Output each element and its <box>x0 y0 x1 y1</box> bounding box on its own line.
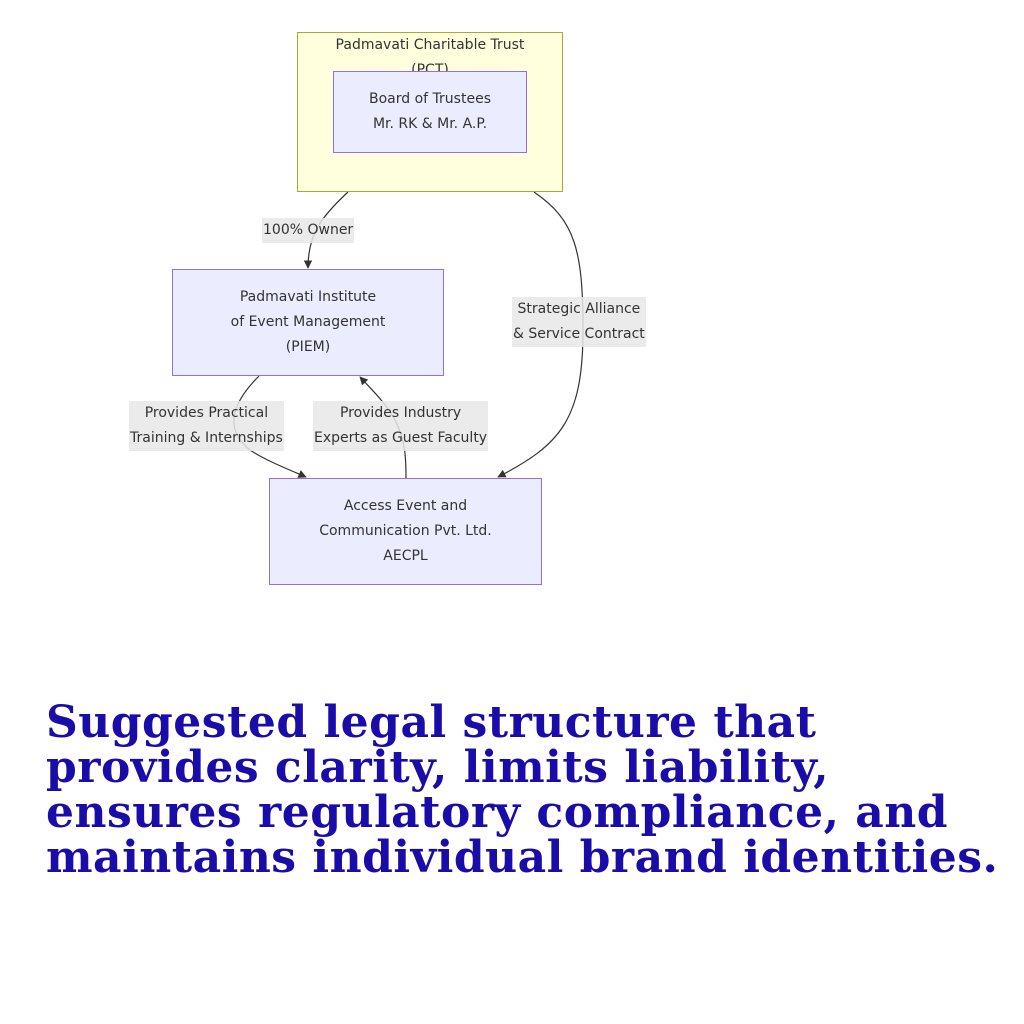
caption-text: Suggested legal structure that provides … <box>46 697 999 883</box>
edge-label-experts-line1: Provides Industry <box>339 405 462 421</box>
edge-label-practical-line2: Training & Internships <box>130 430 283 446</box>
edge-label-owner-line1: 100% Owner <box>263 222 354 238</box>
edge-label-alliance-line1: Strategic Alliance <box>517 301 641 317</box>
node-board-of-trustees[interactable]: Board of Trustees Mr. RK & Mr. A.P. <box>333 71 527 153</box>
node-board-line2: Mr. RK & Mr. A.P. <box>372 116 488 132</box>
node-piem-line2: of Event Management <box>230 314 386 330</box>
edge-label-owner: 100% Owner <box>262 218 355 243</box>
edge-label-alliance: Strategic Alliance & Service Contract <box>512 297 646 347</box>
node-aecpl-line1: Access Event and <box>343 498 468 514</box>
edge-label-practical: Provides Practical Training & Internship… <box>129 401 284 451</box>
cluster-title: Padmavati Charitable Trust (PCT) <box>336 33 525 73</box>
edge-label-experts-line2: Experts as Guest Faculty <box>314 430 488 446</box>
edge-label-experts: Provides Industry Experts as Guest Facul… <box>313 401 489 451</box>
node-piem-line1: Padmavati Institute <box>239 289 377 305</box>
node-aecpl-line2: Communication Pvt. Ltd. <box>319 523 492 539</box>
cluster-title-line2: (PCT) <box>411 62 449 73</box>
node-aecpl-line3: AECPL <box>383 548 428 564</box>
node-piem-line3: (PIEM) <box>285 339 331 355</box>
node-board-line1: Board of Trustees <box>369 91 491 107</box>
node-piem[interactable]: Padmavati Institute of Event Management … <box>172 269 444 376</box>
org-structure-diagram: Padmavati Charitable Trust (PCT) Board o… <box>129 32 646 585</box>
edge-label-alliance-line2: & Service Contract <box>513 326 645 342</box>
node-aecpl[interactable]: Access Event and Communication Pvt. Ltd.… <box>269 478 542 585</box>
cluster-title-line1: Padmavati Charitable Trust <box>335 37 525 53</box>
edge-label-practical-line1: Provides Practical <box>144 405 269 421</box>
